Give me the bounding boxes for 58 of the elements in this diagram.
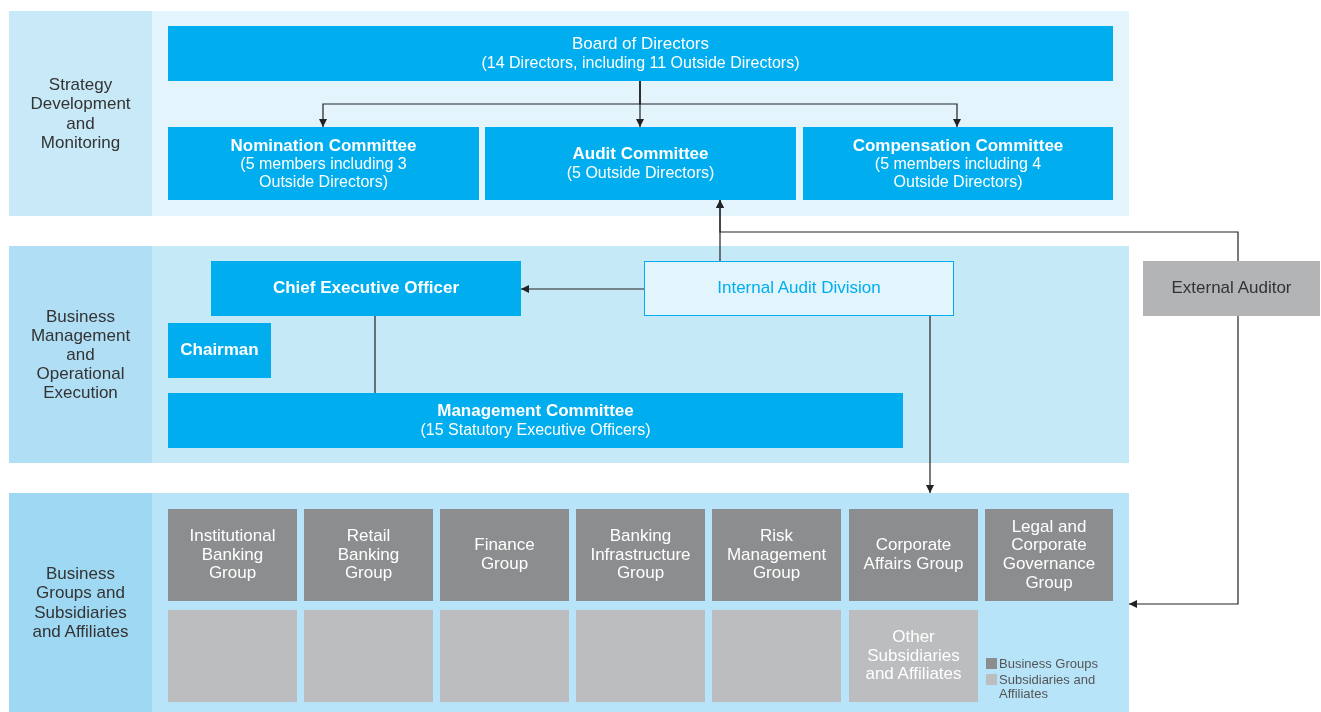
group-box (985, 509, 1113, 601)
box-title: Other Subsidiaries and Affiliates (864, 627, 963, 685)
box-title: Risk Management Group (725, 526, 828, 584)
box-title: Chief Executive Officer (272, 279, 460, 298)
box-subtitle: (5 Outside Directors) (566, 164, 715, 182)
box-subtitle: (14 Directors, including 11 Outside Directors) (481, 54, 800, 72)
subsidiary-box (304, 610, 433, 702)
arrow (926, 315, 934, 494)
committee-box (168, 323, 271, 378)
auditor-box (1143, 261, 1320, 316)
subsidiary-box (440, 610, 569, 702)
box-title: External Auditor (1170, 279, 1293, 298)
band-panel (9, 493, 1129, 712)
band-panel (9, 11, 1129, 216)
band-panel (9, 246, 1129, 463)
band-heading: Strategy Development and Monitoring (9, 11, 152, 216)
box-title: Corporate Affairs Group (862, 536, 965, 574)
band-heading: Business Groups and Subsidiaries and Affiliates (9, 493, 152, 712)
legend-label: Subsidiaries and Affiliates (999, 673, 1097, 701)
box-title: Banking Infrastructure Group (589, 526, 692, 584)
arrow (520, 285, 645, 293)
subsidiary-box (712, 610, 841, 702)
box-title: Institutional Banking Group (188, 526, 277, 584)
subsidiary-box (849, 610, 978, 702)
group-box (304, 509, 433, 601)
box-title: Management Committee (437, 402, 634, 422)
subsidiary-box (576, 610, 705, 702)
committee-box (168, 26, 1113, 81)
box-title: Audit Committee (572, 145, 709, 165)
committee-box (485, 127, 796, 200)
arrow (1128, 315, 1239, 608)
committee-box (803, 127, 1113, 200)
legend-label: Business Groups (999, 657, 1099, 671)
committee-box (211, 261, 521, 316)
box-title: Legal and Corporate Governance Group (1001, 517, 1097, 593)
box-title: Retail Banking Group (336, 526, 401, 584)
box-title: Compensation Committee (852, 136, 1064, 156)
box-title: Board of Directors (572, 35, 709, 55)
connector-line (374, 315, 376, 394)
box-title: Chairman (180, 341, 259, 360)
box-title: Nomination Committee (230, 136, 417, 156)
division-box (644, 261, 954, 316)
committee-box (168, 127, 479, 200)
committee-box (168, 393, 903, 448)
group-box (576, 509, 705, 601)
box-title: Internal Audit Division (717, 279, 881, 298)
box-title: Finance Group (473, 536, 536, 574)
arrow (639, 80, 961, 128)
subsidiary-box (168, 610, 297, 702)
arrow (716, 199, 1239, 262)
box-subtitle: (15 Statutory Executive Officers) (420, 421, 651, 439)
group-box (168, 509, 297, 601)
group-box (849, 509, 978, 601)
group-box (712, 509, 841, 601)
box-subtitle: (5 members including 4 Outside Directors) (873, 155, 1043, 191)
band-heading: Business Management and Operational Execution (9, 246, 152, 463)
group-box (440, 509, 569, 601)
box-subtitle: (5 members including 3 Outside Directors) (239, 155, 408, 191)
